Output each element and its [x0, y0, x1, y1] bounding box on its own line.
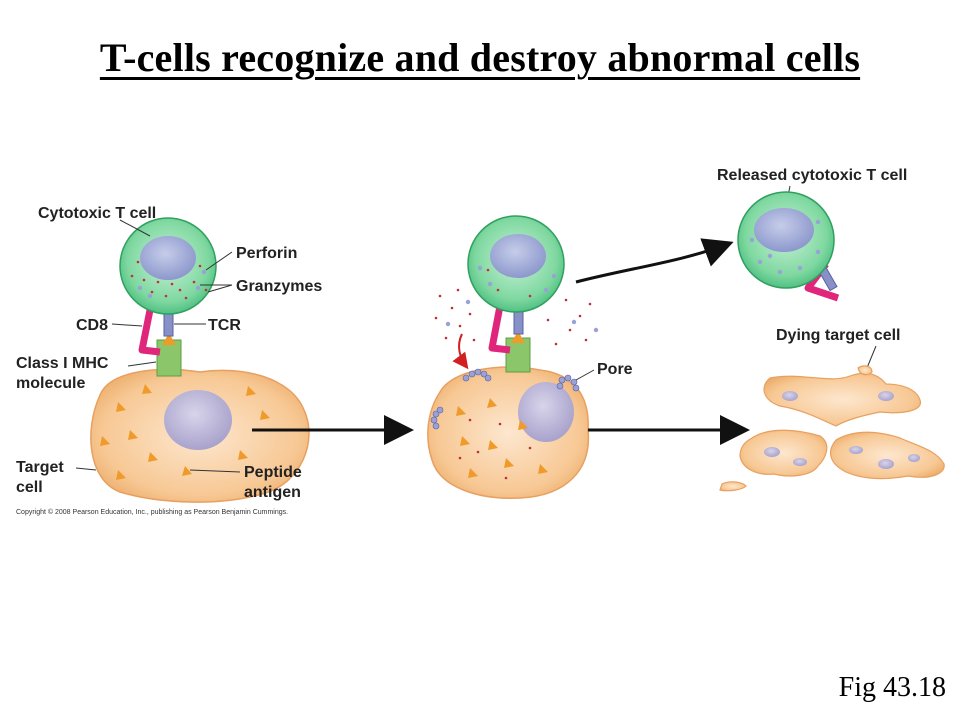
leader-pore [575, 369, 595, 381]
t-cell-nucleus-1 [140, 236, 196, 280]
released-granules [434, 288, 592, 346]
peptide-antigens-2 [456, 398, 548, 478]
pore-top [462, 368, 492, 382]
released-perforin [445, 299, 599, 333]
perforin-2 [477, 265, 557, 293]
granzymes-2 [486, 268, 532, 298]
leader-lines-1 [75, 219, 241, 473]
perforin-1 [137, 269, 207, 299]
fragment-left [739, 429, 828, 477]
target-nucleus-2 [518, 382, 574, 442]
label-target-cell-line1: Target [16, 459, 64, 476]
label-peptide-line2: antigen [244, 484, 301, 501]
fragment-piece [857, 365, 873, 376]
copyright-text: Copyright © 2008 Pearson Education, Inc.… [16, 508, 288, 516]
mhc-molecule-2 [505, 337, 531, 373]
label-class-mhc-line2: molecule [16, 375, 85, 392]
label-peptide-line1: Peptide [244, 464, 302, 481]
panel-perforation: Pore [427, 215, 633, 499]
label-dying-target-cell: Dying target cell [776, 327, 900, 344]
slide-title: T-cells recognize and destroy abnormal c… [99, 35, 861, 80]
granzymes-1 [130, 260, 208, 300]
label-class-mhc-line1: Class I MHC [16, 355, 109, 372]
arrow-release [575, 238, 734, 284]
label-released-t-cell: Released cytotoxic T cell [717, 167, 907, 184]
released-t-cell-granules [749, 219, 821, 275]
label-cd8: CD8 [76, 317, 108, 334]
label-tcr: TCR [208, 317, 241, 334]
cd8-1 [138, 309, 161, 356]
antigen-on-mhc-1 [162, 333, 176, 345]
antigen-on-mhc-2 [511, 331, 525, 343]
pore-right [556, 374, 580, 392]
label-cytotoxic-t-cell: Cytotoxic T cell [38, 205, 156, 222]
pore-left [430, 406, 444, 430]
cd8-2 [488, 305, 511, 354]
fragment-bottom-small [719, 481, 747, 492]
mhc-molecule-1 [156, 339, 182, 377]
released-t-cell-nucleus [754, 208, 814, 252]
red-arrow [452, 333, 469, 370]
granzymes-in-target [458, 418, 532, 480]
panel-outcome: Released cytotoxic T cell Dying target c… [717, 167, 945, 492]
t-cell-nucleus-2 [490, 234, 546, 278]
fragment-right [829, 431, 945, 480]
panel-recognition: Cytotoxic T cell Perforin Granzymes CD8 … [16, 205, 322, 516]
peptide-antigens-1 [100, 384, 270, 480]
figure-label: Fig 43.18 [838, 672, 946, 703]
label-pore: Pore [597, 361, 633, 378]
label-granzymes: Granzymes [236, 278, 322, 295]
dying-nuclei [764, 391, 920, 469]
fragment-top [763, 372, 921, 427]
label-perforin: Perforin [236, 245, 297, 262]
label-target-cell-line2: cell [16, 479, 43, 496]
dying-target-cell [719, 365, 945, 492]
target-nucleus-1 [164, 390, 232, 450]
